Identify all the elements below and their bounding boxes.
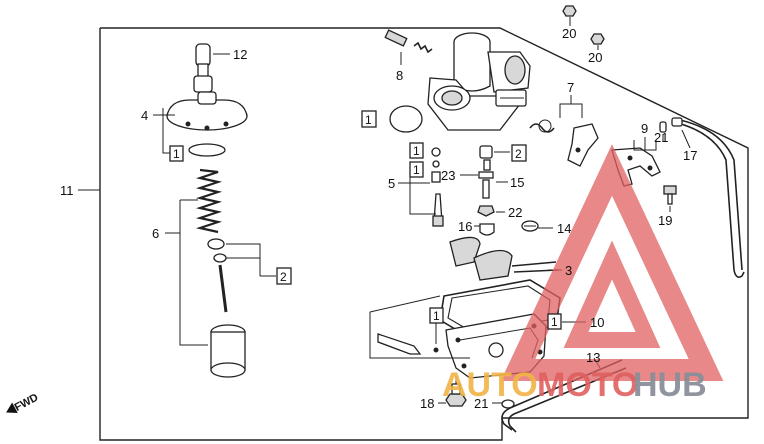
boxed-ref-2-left: 2 bbox=[276, 267, 292, 285]
drain-plug-14 bbox=[521, 220, 539, 232]
callout-10: 10 bbox=[590, 315, 604, 330]
boxed-ref-1-a: 1 bbox=[409, 142, 424, 159]
svg-text:1: 1 bbox=[433, 309, 440, 323]
cap-o-ring bbox=[188, 143, 226, 157]
clip-21a bbox=[659, 121, 667, 133]
svg-text:2: 2 bbox=[280, 270, 287, 284]
svg-text:1: 1 bbox=[551, 315, 558, 329]
callout-18: 18 bbox=[420, 396, 434, 411]
fwd-label: FWD bbox=[13, 392, 41, 414]
throttle-spring bbox=[195, 168, 223, 234]
clip-21b bbox=[501, 399, 515, 409]
callout-21b: 21 bbox=[474, 396, 488, 411]
needle-clip bbox=[207, 238, 227, 263]
callout-22: 22 bbox=[508, 205, 522, 220]
callout-12: 12 bbox=[233, 47, 247, 62]
float-3 bbox=[449, 236, 559, 281]
jet-needle bbox=[218, 264, 228, 313]
cable-adjuster bbox=[193, 43, 213, 93]
svg-text:1: 1 bbox=[413, 163, 420, 177]
boxed-ref-1-gasket: 1 bbox=[429, 307, 444, 324]
callout-6: 6 bbox=[152, 226, 159, 241]
callout-13: 13 bbox=[586, 350, 600, 365]
callout-3: 3 bbox=[565, 263, 572, 278]
callout-16: 16 bbox=[458, 219, 472, 234]
callout-19: 19 bbox=[658, 213, 672, 228]
boxed-ref-2-right: 2 bbox=[511, 144, 527, 162]
callout-11: 11 bbox=[60, 183, 74, 198]
svg-text:1: 1 bbox=[365, 113, 372, 127]
callout-23: 23 bbox=[441, 168, 455, 183]
callout-17: 17 bbox=[683, 148, 697, 163]
callout-5: 5 bbox=[388, 176, 395, 191]
callout-4: 4 bbox=[141, 108, 148, 123]
callout-8: 8 bbox=[396, 68, 403, 83]
choke-lever bbox=[567, 123, 599, 167]
watermark-hub: HUB bbox=[633, 366, 707, 404]
svg-text:2: 2 bbox=[515, 147, 522, 161]
screw-20b bbox=[590, 33, 605, 45]
screw-19 bbox=[663, 185, 677, 205]
callout-9: 9 bbox=[641, 121, 648, 136]
pilot-screw bbox=[384, 29, 433, 54]
watermark-auto: AUTO bbox=[442, 366, 538, 404]
watermark-moto: MOTO bbox=[537, 366, 638, 404]
fwd-arrow bbox=[6, 402, 18, 414]
svg-text:1: 1 bbox=[173, 147, 180, 161]
callout-15: 15 bbox=[510, 175, 524, 190]
svg-text:1: 1 bbox=[413, 144, 420, 158]
float-bowl-o-ring bbox=[389, 105, 423, 133]
screw-20a bbox=[562, 5, 577, 17]
frame-outline bbox=[99, 27, 749, 441]
callout-14: 14 bbox=[557, 221, 571, 236]
callout-20a: 20 bbox=[562, 26, 576, 41]
jet-holder-16 bbox=[479, 223, 495, 236]
jet-parts-upper bbox=[431, 147, 441, 183]
top-cap bbox=[166, 91, 248, 131]
carburetor-body bbox=[427, 32, 531, 131]
callout-21a: 21 bbox=[654, 130, 668, 145]
boxed-ref-1-bowl: 1 bbox=[547, 313, 562, 330]
boxed-ref-1-oring: 1 bbox=[361, 110, 377, 128]
main-jet-parts bbox=[477, 145, 495, 217]
callout-20b: 20 bbox=[588, 50, 602, 65]
slow-jet-needle bbox=[432, 193, 444, 227]
choke-spring bbox=[529, 119, 555, 133]
idle-screw-set bbox=[377, 333, 439, 355]
drain-tube-17 bbox=[671, 117, 745, 278]
boxed-ref-1-left: 1 bbox=[169, 145, 184, 162]
automotohub-watermark bbox=[500, 144, 724, 381]
drain-screw-18 bbox=[445, 383, 467, 407]
callout-7: 7 bbox=[567, 80, 574, 95]
throttle-valve bbox=[210, 324, 246, 378]
boxed-ref-1-b: 1 bbox=[409, 161, 424, 178]
